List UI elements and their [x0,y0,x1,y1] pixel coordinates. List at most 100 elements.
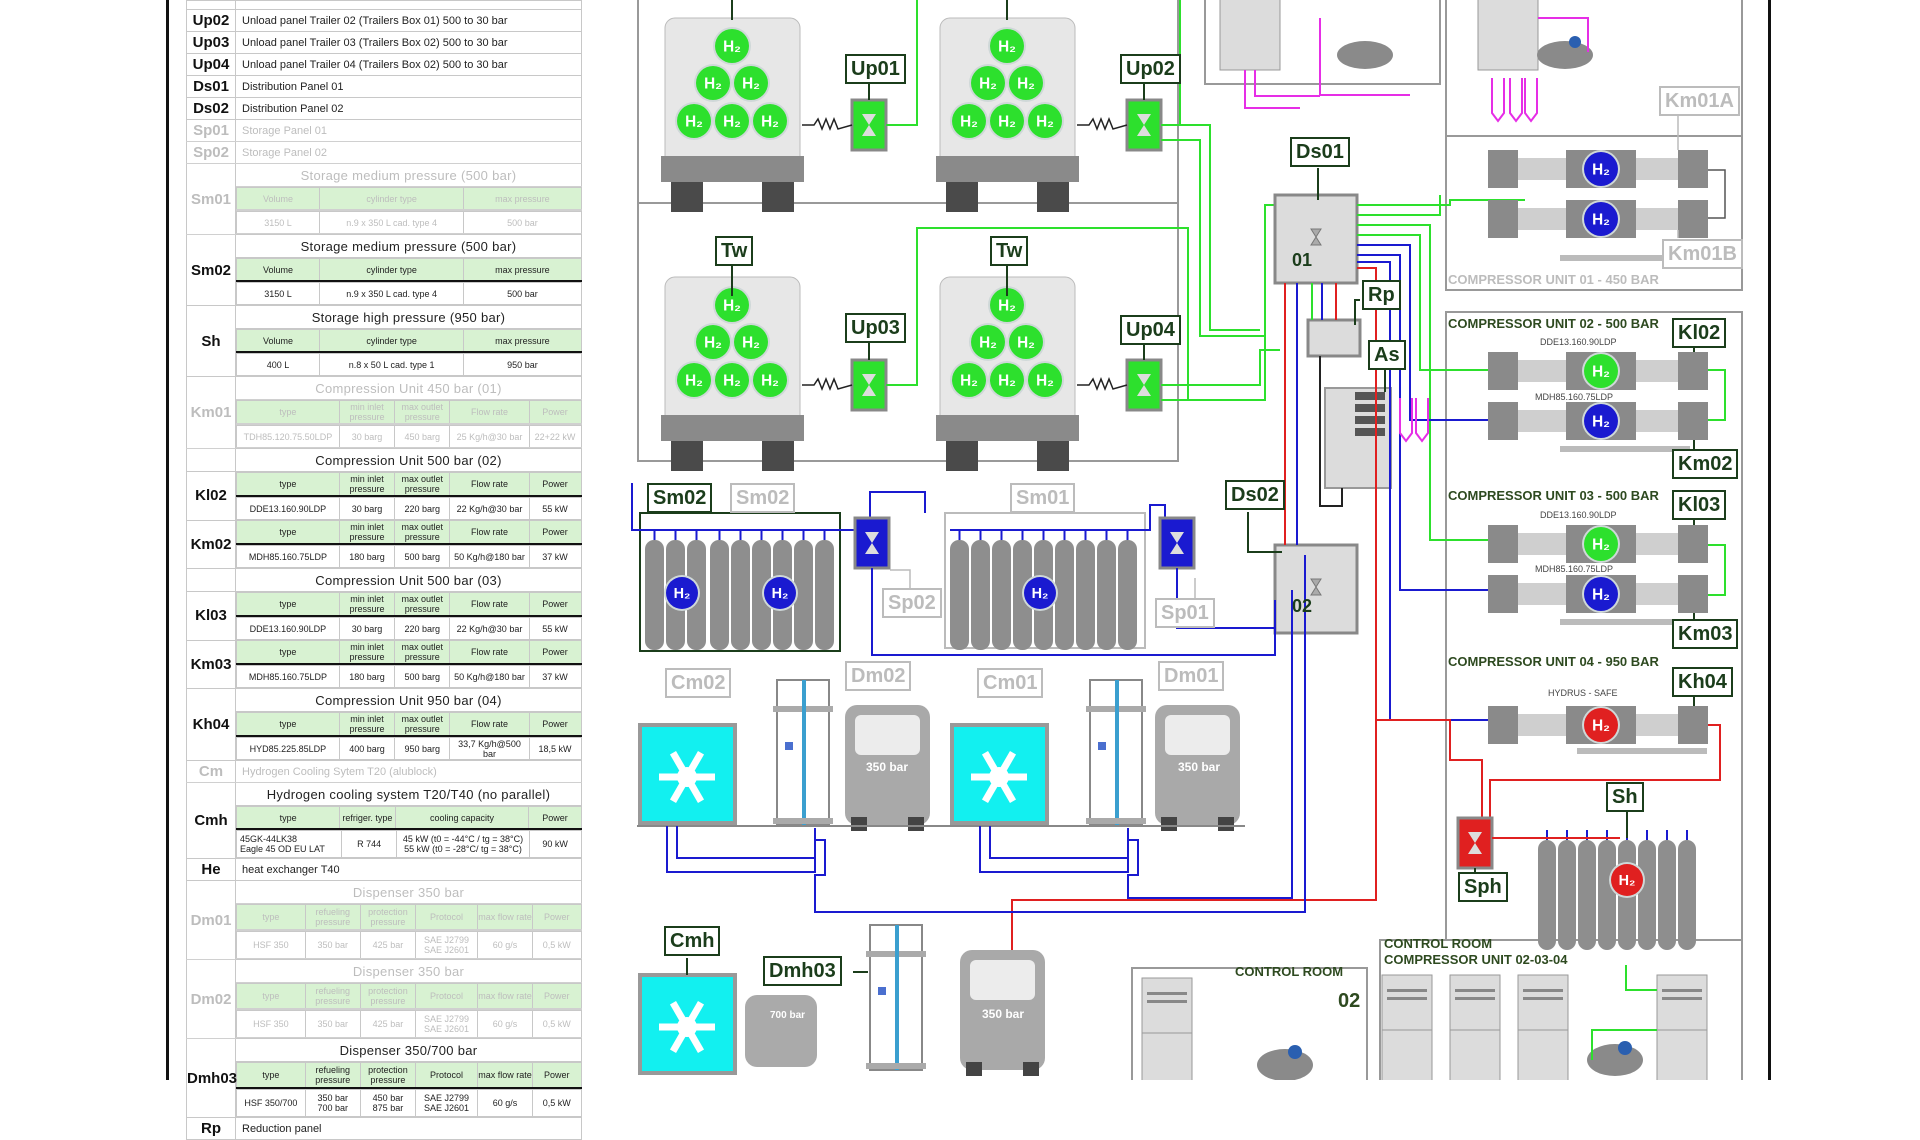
model-cu03-bottom: MDH85.160.75LDP [1535,564,1614,574]
svg-text:H₂: H₂ [704,334,722,351]
legend-value-cell: 220 barg [394,497,451,520]
legend-value-cell: 60 g/s [476,1010,534,1038]
legend-header-cell: protection pressure [359,983,417,1010]
legend-value-cell: 3150 L [236,211,320,234]
tag-up01[interactable]: Up01 [845,54,906,84]
electrical-panel-top-2 [1477,0,1539,71]
legend-header-cell: refueling pressure [304,1062,361,1089]
tag-tw-1[interactable]: Tw [715,236,754,266]
tag-km02[interactable]: Km02 [1672,449,1739,479]
legend-code: Sp01 [186,119,236,142]
tag-dm02[interactable]: Dm02 [845,661,912,691]
svg-text:H₂: H₂ [704,75,722,92]
legend-code: Sm02 [186,234,236,306]
pipe [1708,169,1726,219]
control-room-01-box [1204,0,1441,85]
legend-value-cell: 25 Kg/h@30 bar [449,425,530,448]
legend-header-cell: Volume [236,258,320,282]
cooler-cm02 [638,723,737,825]
h2-cylinder-icon: H₂ [713,361,751,399]
pipe [950,504,1166,531]
legend-code: Dmh03 [186,1038,237,1118]
svg-text:H₂: H₂ [1592,586,1610,603]
tag-kl02[interactable]: Kl02 [1672,318,1727,348]
legend-value-cell: 3150 L [236,282,320,305]
legend-code: Kl03 [186,591,236,641]
dispenser-dm01 [1086,679,1146,826]
tag-sh[interactable]: Sh [1606,782,1644,812]
tag-km01a[interactable]: Km01A [1659,86,1740,116]
legend-value-cell: SAE J2799 SAE J2601 [415,1010,478,1038]
tag-ds02[interactable]: Ds02 [1225,480,1285,510]
legend-desc: Storage Panel 02 [235,141,582,164]
car-label: 700 bar [770,1010,806,1021]
legend-subtitle: Storage medium pressure (500 bar) [235,234,582,258]
legend-value-cell: 22 Kg/h@30 bar [449,617,530,640]
legend-value-cell: MDH85.160.75LDP [236,665,340,688]
legend-code: Up04 [186,53,236,76]
model-cu02-bottom: MDH85.160.75LDP [1535,392,1614,402]
pipe [1357,224,1525,541]
legend-code: Sh [186,305,236,377]
legend-value-cell: 425 bar [359,1010,417,1038]
legend-header-cell: max pressure [463,187,582,211]
legend-value-cell: 22+22 kW [528,425,582,448]
tag-dmh03[interactable]: Dmh03 [763,956,842,986]
svg-text:H₂: H₂ [1592,161,1610,178]
pipe [1708,369,1726,421]
legend-value-cell: 55 kW [528,497,582,520]
legend-value-cell: HSF 350/700 [236,1089,306,1117]
tag-up02[interactable]: Up02 [1120,54,1181,84]
tag-cm02[interactable]: Cm02 [665,668,732,698]
legend-value-cell: 400 barg [338,737,396,760]
tag-ds01[interactable]: Ds01 [1290,137,1350,167]
tag-sp02[interactable]: Sp02 [882,588,942,618]
tag-sm02-a[interactable]: Sm02 [647,483,713,513]
title-compressor-unit-02: COMPRESSOR UNIT 02 - 500 BAR [1448,316,1659,331]
legend-header-cell: Power [528,592,582,617]
bus-1 [845,705,930,831]
analyzer-cabinet [1324,387,1392,489]
tag-as[interactable]: As [1368,340,1406,370]
legend-code: Km01 [186,376,236,449]
h2-storage-icon: H₂ [1609,862,1645,898]
legend-code: Sm01 [186,163,236,235]
h2-cylinder-icon: H₂ [1007,323,1045,361]
legend-value-cell: DDE13.160.90LDP [236,497,340,520]
tag-sp01[interactable]: Sp01 [1155,598,1215,628]
legend-row-sm01: Sm01 Storage medium pressure (500 bar) [186,163,582,235]
tag-kh04[interactable]: Kh04 [1672,667,1733,697]
tag-up03[interactable]: Up03 [845,313,906,343]
legend-row: Sp02 Storage Panel 02 [186,141,582,164]
legend-row: Ds01 Distribution Panel 01 [186,75,582,98]
tag-leader [890,569,911,590]
tag-sph[interactable]: Sph [1458,872,1508,902]
tag-dm01[interactable]: Dm01 [1158,661,1225,691]
tag-up04[interactable]: Up04 [1120,315,1181,345]
pipe [676,826,815,859]
legend-code: Sp02 [186,141,236,164]
svg-text:H₂: H₂ [1592,536,1610,553]
control-room-number: 02 [1338,990,1361,1012]
frame-base [1560,255,1690,261]
tag-km01b[interactable]: Km01B [1662,239,1743,269]
page-frame-right [1768,0,1771,1080]
tag-sm01[interactable]: Sm01 [1010,483,1076,513]
tag-cm01[interactable]: Cm01 [977,668,1044,698]
legend-header-cell: max outlet pressure [394,472,451,497]
tag-sm02-b[interactable]: Sm02 [730,483,796,513]
legend-code: Km03 [186,639,236,689]
legend-header-cell: type [236,712,340,737]
hose-icon [1077,116,1128,132]
pipe [1319,356,1343,507]
tag-km03[interactable]: Km03 [1672,619,1739,649]
tag-tw-2[interactable]: Tw [990,236,1029,266]
cabinet-cr02 [1141,977,1193,1080]
tag-cmh[interactable]: Cmh [664,926,721,956]
tag-kl03[interactable]: Kl03 [1672,490,1727,520]
h2-cylinder-icon: H₂ [1026,361,1064,399]
tag-rp[interactable]: Rp [1362,280,1401,310]
